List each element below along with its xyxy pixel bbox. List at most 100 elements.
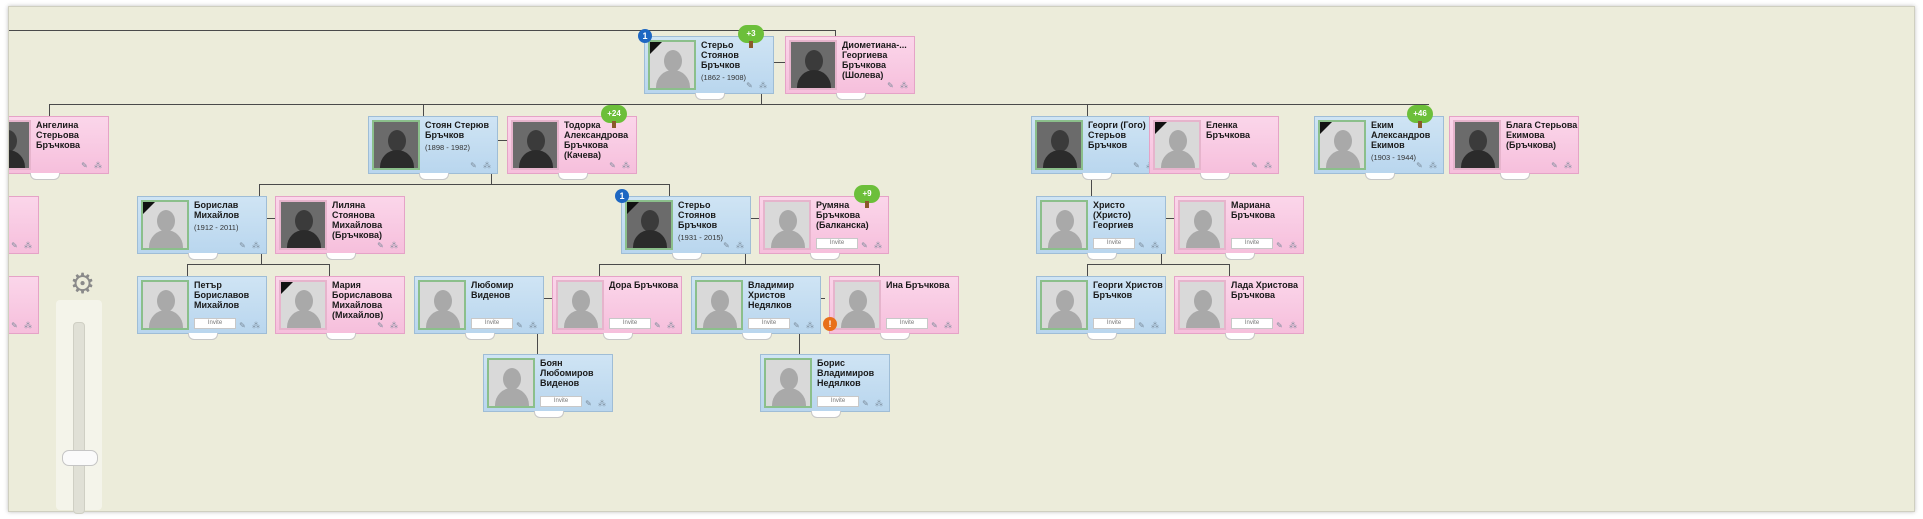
invite-button[interactable]: Invite [816,238,858,249]
edit-tools-icon[interactable]: ✎ ⁂ [887,81,910,90]
family-tree-canvas[interactable]: ✎ ⁂ ✎ ⁂ Стерьо Стоянов Бръчков (1862 - 1… [8,6,1915,512]
expand-tab[interactable] [1365,173,1395,180]
invite-button[interactable]: Invite [817,396,859,407]
invite-button[interactable]: Invite [1093,238,1135,249]
edit-tools-icon[interactable]: ✎ ⁂ [862,399,885,408]
warning-icon[interactable]: ! [823,317,837,331]
edit-tools-icon[interactable]: ✎ ⁂ [931,321,954,330]
person-card[interactable]: Борислав Михайлов (1912 - 2011) ✎ ⁂ [137,196,267,260]
person-card-partial[interactable]: ✎ ⁂ [9,276,39,334]
person-card[interactable]: Георги (Гого) Стерьов Бръчков ✎ ⁂ [1031,116,1161,180]
gear-icon[interactable]: ⚙ [70,268,96,299]
person-card[interactable]: Петър Бориславов Михайлов Invite ✎ ⁂ [137,276,267,340]
edit-tools-icon[interactable]: ✎ ⁂ [609,161,632,170]
expand-tab[interactable] [880,333,910,340]
edit-tools-icon[interactable]: ✎ ⁂ [1551,161,1574,170]
person-card[interactable]: Еким Александров Екимов (1903 - 1944) ✎ … [1314,116,1444,180]
edit-tools-icon[interactable]: ✎ ⁂ [1133,161,1156,170]
person-card[interactable]: Стоян Стерюв Бръчков (1898 - 1982) ✎ ⁂ [368,116,498,180]
edit-tools-icon[interactable]: ✎ ⁂ [1416,161,1439,170]
edit-tools-icon[interactable]: ✎ ⁂ [11,241,34,250]
invite-button[interactable]: Invite [194,318,236,329]
expand-tab[interactable] [695,93,725,100]
zoom-slider-track[interactable] [73,322,85,514]
person-card[interactable]: Стерьо Стоянов Бръчков (1931 - 2015) ✎ ⁂ [621,196,751,260]
person-card[interactable]: Еленка Бръчкова ✎ ⁂ [1149,116,1279,180]
person-card[interactable]: Мария Бориславова Михайлова (Михайлов) ✎… [275,276,405,340]
tree-count-badge[interactable]: +46 [1407,105,1433,128]
zoom-slider-handle[interactable] [62,450,98,466]
invite-button[interactable]: Invite [1231,318,1273,329]
expand-tab[interactable] [558,173,588,180]
expand-tab[interactable] [836,93,866,100]
match-count-badge[interactable]: 1 [638,29,652,43]
tree-count-badge[interactable]: +24 [601,105,627,128]
edit-tools-icon[interactable]: ✎ ⁂ [585,399,608,408]
edit-tools-icon[interactable]: ✎ ⁂ [470,161,493,170]
expand-tab[interactable] [1200,173,1230,180]
person-card[interactable]: Ангелина Стерьова Бръчкова ✎ ⁂ [9,116,109,180]
person-card[interactable]: Борис Владимиров Недялков Invite ✎ ⁂ [760,354,890,418]
edit-tools-icon[interactable]: ✎ ⁂ [239,321,262,330]
expand-tab[interactable] [534,411,564,418]
edit-tools-icon[interactable]: ✎ ⁂ [81,161,104,170]
person-card[interactable]: Христо (Христо) Георгиев Invite ✎ ⁂ [1036,196,1166,260]
expand-tab[interactable] [419,173,449,180]
person-card[interactable]: Стерьо Стоянов Бръчков (1862 - 1908) ✎ ⁂ [644,36,774,100]
expand-tab[interactable] [1500,173,1530,180]
invite-button[interactable]: Invite [540,396,582,407]
edit-tools-icon[interactable]: ✎ ⁂ [861,241,884,250]
expand-tab[interactable] [326,253,356,260]
edit-tools-icon[interactable]: ✎ ⁂ [377,241,400,250]
expand-tab[interactable] [603,333,633,340]
expand-tab[interactable] [326,333,356,340]
person-card[interactable]: Дора Бръчкова Invite ✎ ⁂ [552,276,682,340]
invite-button[interactable]: Invite [609,318,651,329]
expand-tab[interactable] [811,411,841,418]
edit-tools-icon[interactable]: ✎ ⁂ [654,321,677,330]
invite-button[interactable]: Invite [1093,318,1135,329]
edit-tools-icon[interactable]: ✎ ⁂ [239,241,262,250]
expand-tab[interactable] [188,253,218,260]
person-card[interactable]: Диометиана-... Георгиева Бръчкова (Шолев… [785,36,915,100]
person-card[interactable]: Лиляна Стоянова Михайлова (Бръчкова) ✎ ⁂ [275,196,405,260]
expand-tab[interactable] [1082,173,1112,180]
person-card[interactable]: Блага Стерьова Екимова (Бръчкова) ✎ ⁂ [1449,116,1579,180]
expand-tab[interactable] [810,253,840,260]
invite-button[interactable]: Invite [886,318,928,329]
expand-tab[interactable] [1087,253,1117,260]
person-card[interactable]: Румяна Бръчкова (Балканска) Invite ✎ ⁂ [759,196,889,260]
tree-count-badge[interactable]: +9 [854,185,880,208]
person-card[interactable]: Мариана Бръчкова Invite ✎ ⁂ [1174,196,1304,260]
person-card[interactable]: Любомир Виденов Invite ✎ ⁂ [414,276,544,340]
person-card[interactable]: Владимир Христов Недялков Invite ✎ ⁂ [691,276,821,340]
expand-tab[interactable] [1087,333,1117,340]
edit-tools-icon[interactable]: ✎ ⁂ [1276,321,1299,330]
edit-tools-icon[interactable]: ✎ ⁂ [793,321,816,330]
edit-tools-icon[interactable]: ✎ ⁂ [723,241,746,250]
edit-tools-icon[interactable]: ✎ ⁂ [377,321,400,330]
expand-tab[interactable] [30,173,60,180]
edit-tools-icon[interactable]: ✎ ⁂ [1138,321,1161,330]
edit-tools-icon[interactable]: ✎ ⁂ [1276,241,1299,250]
expand-tab[interactable] [465,333,495,340]
invite-button[interactable]: Invite [471,318,513,329]
expand-tab[interactable] [742,333,772,340]
expand-tab[interactable] [672,253,702,260]
person-card[interactable]: Боян Любомиров Виденов Invite ✎ ⁂ [483,354,613,418]
invite-button[interactable]: Invite [1231,238,1273,249]
person-card[interactable]: Ина Бръчкова Invite ✎ ⁂ [829,276,959,340]
person-card[interactable]: Тодорка Александрова Бръчкова (Качева) ✎… [507,116,637,180]
tree-count-badge[interactable]: +3 [738,25,764,48]
edit-tools-icon[interactable]: ✎ ⁂ [746,81,769,90]
person-card[interactable]: Лада Христова Бръчкова Invite ✎ ⁂ [1174,276,1304,340]
match-count-badge[interactable]: 1 [615,189,629,203]
expand-tab[interactable] [188,333,218,340]
expand-tab[interactable] [1225,333,1255,340]
edit-tools-icon[interactable]: ✎ ⁂ [11,321,34,330]
edit-tools-icon[interactable]: ✎ ⁂ [1251,161,1274,170]
edit-tools-icon[interactable]: ✎ ⁂ [516,321,539,330]
expand-tab[interactable] [1225,253,1255,260]
person-card[interactable]: Георги Христов Бръчков Invite ✎ ⁂ [1036,276,1166,340]
invite-button[interactable]: Invite [748,318,790,329]
